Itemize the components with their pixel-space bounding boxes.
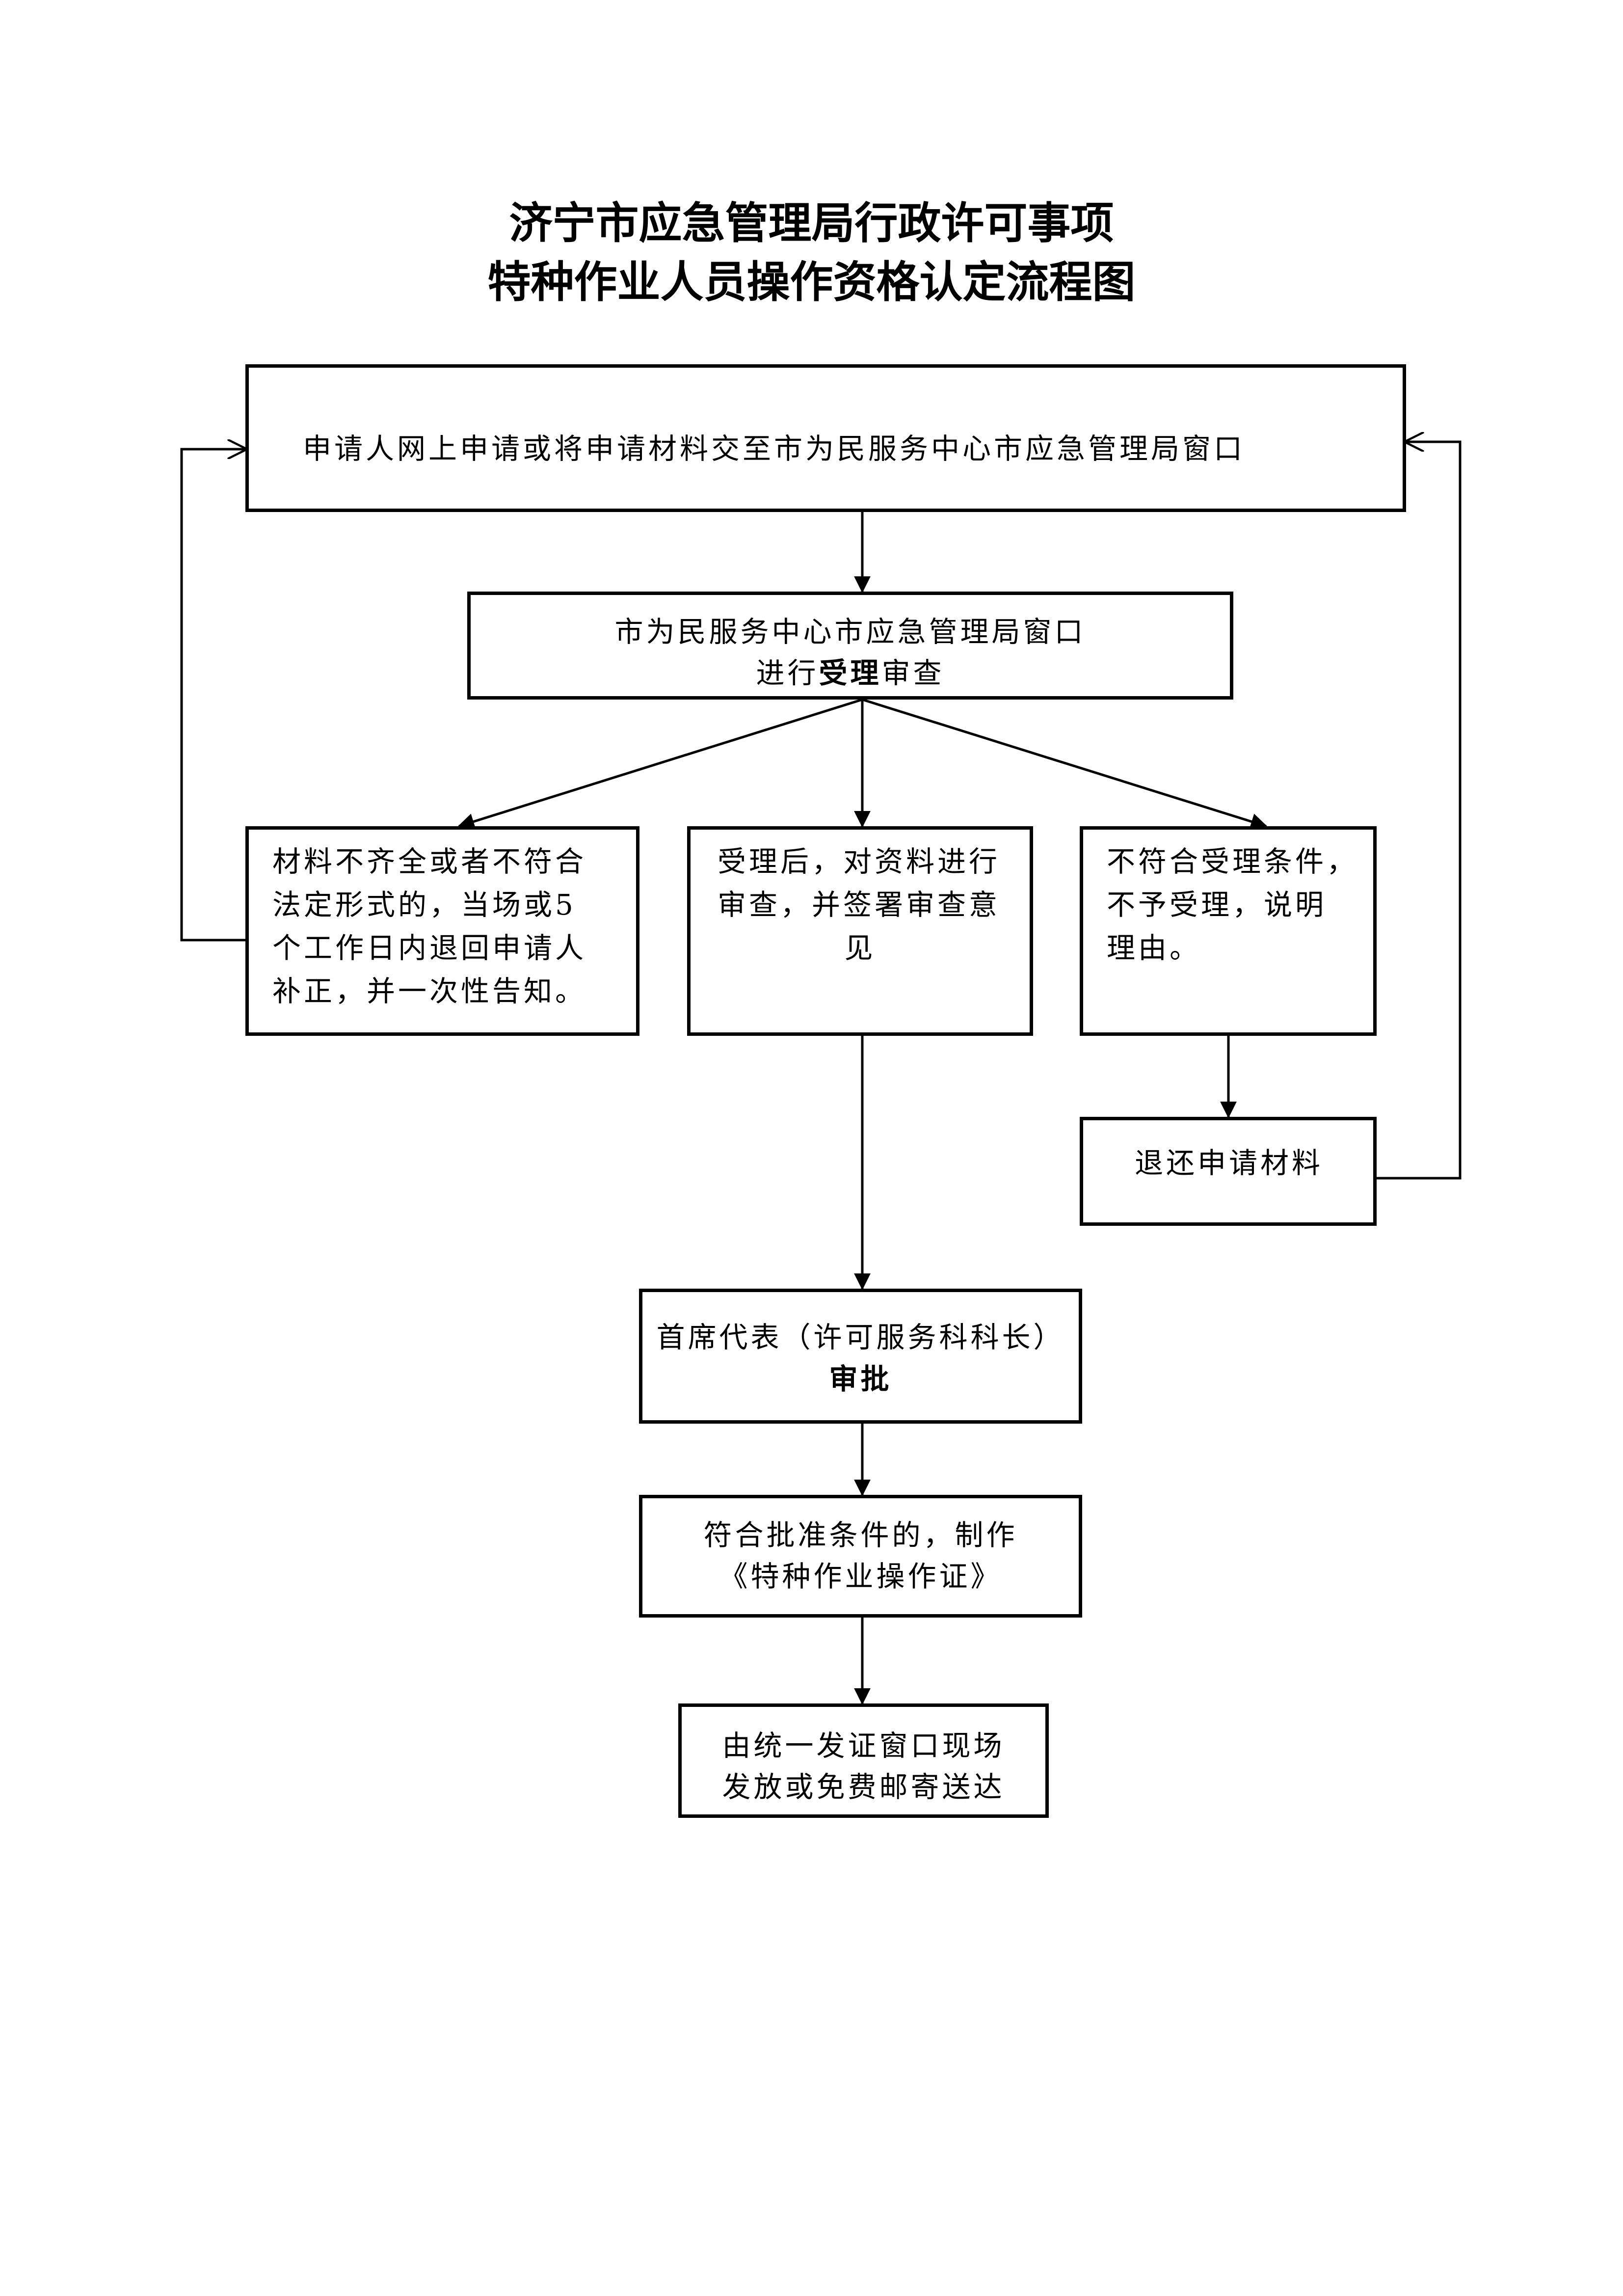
node-approve-line-2-bold: 审批: [829, 1362, 892, 1396]
arrow-accept-to-reject: [862, 698, 1268, 830]
node-approve: 首席代表（许可服务科科长） 审批: [639, 1289, 1082, 1424]
arrow-return-back-to-apply: [1377, 442, 1462, 1180]
node-incomplete: 材料不齐全或者不符合 法定形式的，当场或5 个工作日内退回申请人 补正，并一次性…: [245, 826, 639, 1036]
node-incomplete-line-3: 个工作日内退回申请人: [272, 931, 587, 965]
node-apply-text: 申请人网上申请或将申请材料交至市为民服务中心市应急管理局窗口: [303, 432, 1246, 465]
node-issue: 由统一发证窗口现场 发放或免费邮寄送达: [678, 1703, 1049, 1818]
node-incomplete-line-4: 补正，并一次性告知。: [272, 974, 587, 1008]
node-issue-line-2: 发放或免费邮寄送达: [722, 1770, 1005, 1804]
node-incomplete-line-1: 材料不齐全或者不符合: [272, 845, 587, 878]
node-incomplete-line-2: 法定形式的，当场或5: [272, 888, 576, 921]
arrow-incomplete-back-to-apply: [180, 449, 245, 942]
node-produce-line-1: 符合批准条件的，制作: [703, 1518, 1018, 1552]
node-reject-line-3: 理由。: [1107, 931, 1201, 965]
node-review-line-3: 见: [844, 931, 876, 965]
node-accept-line-2-pre: 进行: [756, 656, 819, 690]
page-title-line-1: 济宁市应急管理局行政许可事项: [509, 198, 1114, 248]
node-produce: 符合批准条件的，制作 《特种作业操作证》: [639, 1495, 1082, 1618]
node-approve-line-1: 首席代表（许可服务科科长）: [656, 1321, 1065, 1354]
node-review-line-2: 审查，并签署审查意: [718, 888, 1001, 921]
arrow-accept-to-incomplete: [457, 698, 863, 830]
node-accept-line-2-post: 审查: [881, 656, 945, 690]
node-review-line-1: 受理后，对资料进行: [718, 845, 1001, 878]
node-produce-line-2: 《特种作业操作证》: [719, 1560, 1002, 1593]
node-approve-line-2: 审批: [642, 1356, 1079, 1397]
node-apply: 申请人网上申请或将申请材料交至市为民服务中心市应急管理局窗口: [245, 364, 1406, 512]
node-reject: 不符合受理条件， 不予受理，说明 理由。: [1080, 826, 1377, 1036]
node-accept-line-2: 进行受理审查: [471, 650, 1230, 691]
node-reject-line-1: 不符合受理条件，: [1107, 845, 1358, 878]
node-issue-line-1: 由统一发证窗口现场: [722, 1729, 1005, 1762]
node-reject-line-2: 不予受理，说明: [1107, 888, 1327, 921]
node-review: 受理后，对资料进行 审查，并签署审查意 见: [687, 826, 1033, 1036]
node-accept-line-1: 市为民服务中心市应急管理局窗口: [614, 615, 1086, 648]
node-return: 退还申请材料: [1080, 1117, 1377, 1226]
node-return-text: 退还申请材料: [1135, 1146, 1324, 1180]
node-accept-line-2-bold: 受理: [819, 656, 882, 690]
node-accept: 市为民服务中心市应急管理局窗口 进行受理审查: [467, 592, 1233, 700]
page-title-line-2: 特种作业人员操作资格认定流程图: [487, 257, 1136, 307]
